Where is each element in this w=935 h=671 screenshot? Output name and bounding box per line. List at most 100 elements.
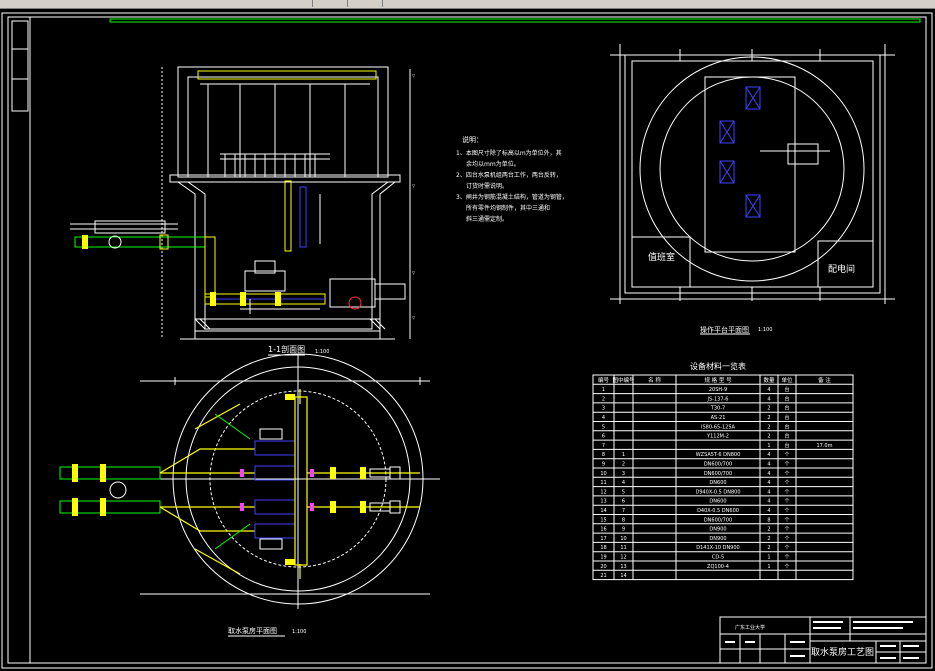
table-cell: CD-5 xyxy=(712,555,724,561)
table-cell: 台 xyxy=(784,423,789,430)
title-block-drawing-name: 取水泵房工艺图 xyxy=(811,646,874,658)
table-cell: 3 xyxy=(622,471,625,477)
note-line: 所有零件均钢制件，其中三通和 xyxy=(466,204,550,212)
table-cell: 个 xyxy=(784,471,789,477)
operation-plan-scale: 1:100 xyxy=(758,327,772,333)
table-cell: 台 xyxy=(784,414,789,421)
table-header-cell: 名 称 xyxy=(648,376,661,384)
table-cell: 4 xyxy=(767,462,770,468)
table-cell: 7 xyxy=(622,508,625,514)
table-cell: 9 xyxy=(622,527,625,533)
operation-platform-plan: 值班室 配电间 xyxy=(610,44,895,304)
notes-title: 说明： xyxy=(462,135,483,144)
toolbar-button[interactable] xyxy=(335,0,348,7)
table-header-cell: 编号 xyxy=(598,376,610,384)
table-cell: DN900 xyxy=(709,527,726,533)
table-cell: D940X-0.5 DN800 xyxy=(695,489,740,495)
note-line: 3、闸井为钢筋混凝土结构，管道为钢管， xyxy=(456,193,568,201)
table-cell: 14 xyxy=(620,573,626,579)
section-view-scale: 1:100 xyxy=(315,349,329,355)
table-cell: 4 xyxy=(767,396,770,402)
table-cell: 2 xyxy=(767,527,770,533)
note-line: 余均以mm为单位。 xyxy=(466,160,520,168)
toolbar-button[interactable] xyxy=(370,0,383,7)
table-cell: 台 xyxy=(784,405,789,412)
table-cell: 10 xyxy=(620,536,626,542)
table-cell: 6 xyxy=(622,499,625,505)
toolbar-button[interactable] xyxy=(300,0,313,7)
table-cell: WZSA5T-6 DN800 xyxy=(696,452,741,458)
outer-frame-inner xyxy=(7,16,927,664)
table-cell: 2 xyxy=(767,424,770,430)
table-cell: 台 xyxy=(784,395,789,402)
table-cell: 1 xyxy=(767,555,770,561)
margin-stamp-box xyxy=(11,20,29,112)
table-cell: 20 xyxy=(600,564,606,570)
pump-house-plan xyxy=(59,353,440,609)
svg-text:▽: ▽ xyxy=(412,315,416,320)
table-cell: 2 xyxy=(767,415,770,421)
note-line: 1、本图尺寸除了标高以m为单位外，其 xyxy=(456,149,562,157)
table-header-cell: 备 注 xyxy=(818,376,831,384)
table-cell: 7 xyxy=(602,443,605,449)
window-toolbar-strip xyxy=(0,0,935,9)
outer-frame xyxy=(1,12,933,669)
table-cell: Y112M-2 xyxy=(706,434,729,440)
table-cell: 13 xyxy=(600,499,606,505)
table-cell: 1 xyxy=(767,564,770,570)
table-cell: 11 xyxy=(620,545,626,551)
table-cell: 5 xyxy=(622,489,625,495)
operation-plan-title: 操作平台平面图 xyxy=(700,325,749,334)
table-cell: 个 xyxy=(784,564,789,570)
table-cell: 4 xyxy=(767,489,770,495)
table-cell: 12 xyxy=(600,489,606,495)
note-line: 2、四台水泵机组两台工作，两台反转， xyxy=(456,171,562,179)
table-cell: 20SH-9 xyxy=(709,387,727,393)
table-cell: 21 xyxy=(600,573,606,579)
cad-drawing-canvas[interactable]: ▽▽▽▽ xyxy=(0,9,935,671)
table-cell: 4 xyxy=(767,387,770,393)
table-cell: 14 xyxy=(600,508,606,514)
section-view-title: 1-1剖面图 xyxy=(268,344,305,354)
table-header-cell: 数量 xyxy=(763,376,775,384)
table-cell: 个 xyxy=(784,545,789,551)
table-cell: 个 xyxy=(784,555,789,561)
table-cell: 5 xyxy=(602,424,605,430)
table-cell: 个 xyxy=(784,527,789,533)
distribution-room-label: 配电间 xyxy=(828,263,855,275)
table-cell: 4 xyxy=(622,480,625,486)
pump-plan-scale: 1:100 xyxy=(292,629,306,635)
table-cell: 台 xyxy=(784,442,789,449)
table-cell: 2 xyxy=(767,536,770,542)
table-cell: T30-7 xyxy=(710,406,725,412)
title-block-institution: 广东工业大学 xyxy=(735,624,765,631)
table-cell: ZQ100-4 xyxy=(707,564,729,570)
table-cell: 4 xyxy=(767,508,770,514)
top-border-green xyxy=(109,18,921,23)
table-cell: 8 xyxy=(602,452,605,458)
table-cell: 8 xyxy=(622,517,625,523)
table-cell: 11 xyxy=(600,480,606,486)
note-line: 斜三通需定制。 xyxy=(466,215,508,223)
table-cell: 个 xyxy=(784,480,789,486)
title-block: 广东工业大学 取水泵房工艺图 xyxy=(719,616,927,664)
note-line: 订货时需说明。 xyxy=(466,182,508,190)
table-cell: 个 xyxy=(784,517,789,523)
table-cell: 18 xyxy=(600,545,606,551)
design-notes: 说明： 1、本图尺寸除了标高以m为单位外，其 余均以mm为单位。 2、四台水泵机… xyxy=(456,135,568,223)
table-cell: 9 xyxy=(602,462,605,468)
table-cell: DN900 xyxy=(709,536,726,542)
table-cell: DN600/700 xyxy=(704,517,732,523)
table-cell: 17 xyxy=(600,536,606,542)
table-cell: 3 xyxy=(602,406,605,412)
table-cell: 台 xyxy=(784,433,789,440)
table-cell: 2 xyxy=(622,462,625,468)
table-cell: 个 xyxy=(784,452,789,458)
table-cell: 13 xyxy=(620,564,626,570)
duty-room-label: 值班室 xyxy=(648,251,675,263)
table-cell: 2 xyxy=(767,545,770,551)
table-cell: 1 xyxy=(767,443,770,449)
table-cell: AS-21 xyxy=(711,415,726,421)
table-cell: DN600/700 xyxy=(704,462,732,468)
